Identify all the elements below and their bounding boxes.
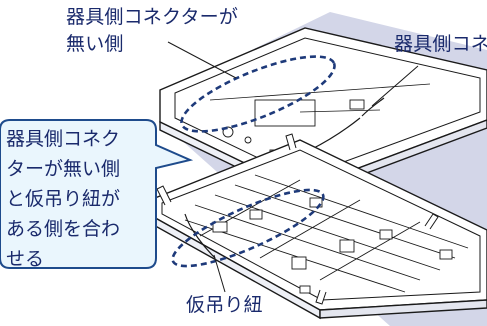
label-temporary-string: 仮吊り紐 — [186, 294, 263, 316]
leader-line-top-right — [371, 65, 419, 107]
callout-line: 器具側コネク — [6, 128, 121, 150]
callout-bubble — [0, 119, 194, 269]
label-connector-side: 器具側コネ — [394, 33, 487, 55]
callout-line: ターが無い側 — [6, 158, 121, 180]
label-no-connector-side-line1: 器具側コネクターが — [66, 6, 239, 28]
callout-text: 器具側コネク ターが無い側 と仮吊り紐が ある側を合わ せる — [6, 124, 156, 274]
leader-line-top-left — [167, 41, 237, 79]
upper-no-connector-side-marker — [180, 55, 336, 133]
callout-line: ある側を合わ — [6, 218, 121, 240]
callout-line: と仮吊り紐が — [6, 188, 121, 210]
upper-fixture-tray — [159, 27, 487, 200]
temporary-hanging-string — [184, 213, 216, 259]
lower-fixture-tray — [149, 133, 487, 320]
callout-line: せる — [6, 248, 45, 270]
leader-line-bottom — [213, 254, 226, 293]
label-no-connector-side-line2: 無い側 — [66, 33, 124, 55]
lower-string-side-marker — [171, 188, 325, 268]
